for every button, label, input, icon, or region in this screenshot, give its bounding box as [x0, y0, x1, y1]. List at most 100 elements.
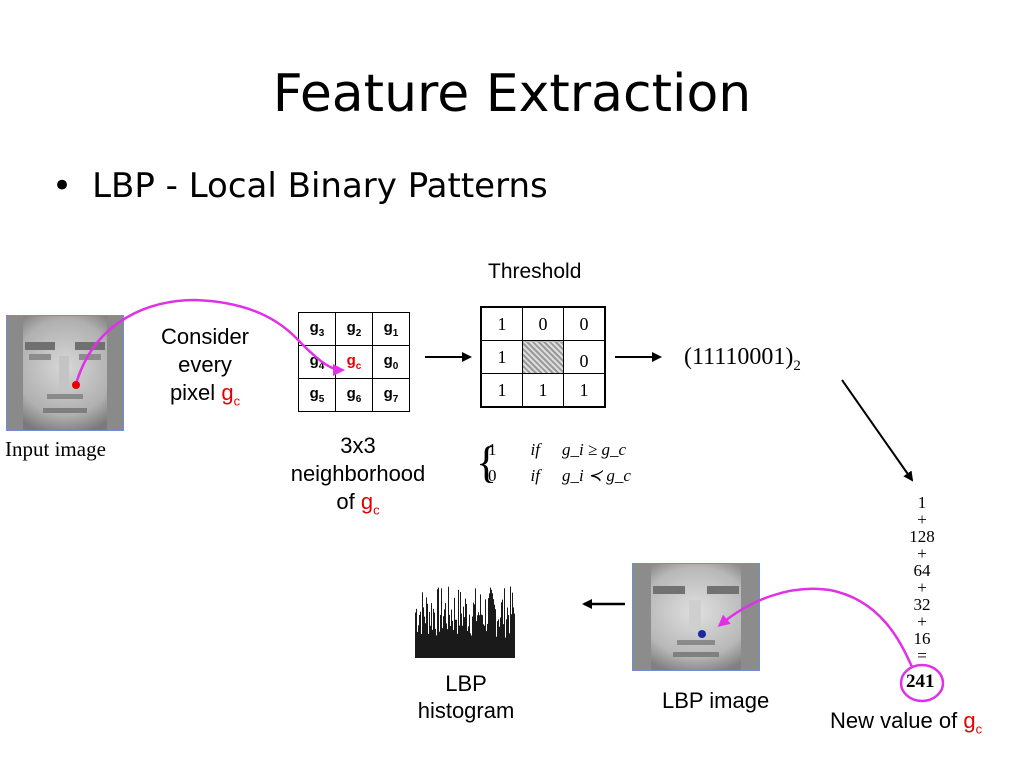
- histogram-bar: [440, 614, 441, 658]
- histogram-bar: [462, 625, 463, 658]
- histogram-bar: [422, 592, 423, 658]
- histogram-bar: [432, 629, 433, 658]
- histogram-bar: [483, 624, 484, 658]
- histogram-bar: [423, 607, 424, 658]
- histogram-bar: [457, 633, 458, 658]
- histogram-bar: [421, 633, 422, 658]
- histogram-bar: [425, 623, 426, 658]
- cell-g2: g2: [335, 312, 373, 346]
- page-title: Feature Extraction: [272, 64, 752, 124]
- histogram-bar: [460, 592, 461, 658]
- histogram-bar: [495, 609, 496, 658]
- histogram-bar: [493, 599, 494, 658]
- histogram-svg: [415, 586, 515, 658]
- bullet-dot: •: [52, 166, 73, 206]
- histogram-line-2: histogram: [417, 698, 515, 723]
- lbp-face-image: [632, 563, 760, 671]
- threshold-cell: 1: [522, 373, 564, 408]
- histogram-bar: [437, 589, 438, 658]
- histogram-bar: [504, 588, 505, 658]
- plus-sign: +: [917, 578, 927, 597]
- histogram-bar: [436, 635, 437, 658]
- sum-term: 16: [913, 629, 931, 648]
- histogram-bar: [499, 626, 500, 658]
- histogram-bar: [487, 623, 488, 658]
- cell-g4: g4: [298, 345, 336, 379]
- histogram-bar: [507, 607, 508, 658]
- histogram-bar: [428, 634, 429, 658]
- histogram-bar: [480, 594, 481, 658]
- histogram-bar: [446, 623, 447, 658]
- histogram-bar: [451, 609, 452, 658]
- histogram-bar: [426, 597, 427, 658]
- histogram-bar: [500, 617, 501, 658]
- histogram-bar: [481, 614, 482, 658]
- sum-term: 32: [913, 595, 931, 614]
- neighborhood-grid: g3 g2 g1 g4 gc g0 g5 g6 g7: [298, 312, 410, 412]
- histogram-bar: [461, 613, 462, 658]
- histogram-bar: [513, 607, 514, 658]
- histogram-bar: [450, 625, 451, 658]
- threshold-title: Threshold: [488, 260, 582, 283]
- cell-gc: gc: [335, 345, 373, 379]
- arrow-diagonal: [841, 379, 914, 482]
- consider-line-3: pixel gc: [169, 380, 241, 409]
- histogram-bar: [447, 629, 448, 658]
- threshold-cell: 1: [480, 340, 523, 374]
- histogram-bar: [442, 628, 443, 658]
- cell-g7: g7: [372, 378, 410, 412]
- neighborhood-line-2: neighborhood: [290, 461, 426, 486]
- histogram-bar: [508, 615, 509, 658]
- histogram-bar: [472, 616, 473, 658]
- histogram-bar: [501, 602, 502, 658]
- histogram-bar: [485, 599, 486, 658]
- histogram-bar: [484, 625, 485, 658]
- histogram-bar: [458, 589, 459, 658]
- histogram-bar: [478, 612, 479, 658]
- histogram-bar: [438, 587, 439, 658]
- lbp-face-svg: [633, 564, 759, 670]
- histogram-bar: [427, 603, 428, 658]
- histogram-bar: [430, 625, 431, 658]
- threshold-cell: 1: [563, 373, 606, 408]
- binary-value: (11110001)2: [684, 344, 801, 374]
- histogram-bar: [459, 625, 460, 658]
- input-image-caption: Input image: [5, 437, 106, 461]
- histogram-bar: [468, 626, 469, 658]
- histogram-bar: [439, 631, 440, 658]
- histogram-bar: [441, 588, 442, 658]
- sum-term: 1: [917, 493, 927, 512]
- histogram-bar: [488, 598, 489, 658]
- sum-term: 128: [909, 527, 935, 546]
- histogram-bar: [503, 624, 504, 658]
- neighborhood-line-1: 3x3: [340, 433, 376, 458]
- histogram-bar: [470, 633, 471, 658]
- lbp-histogram-graphic: [414, 582, 516, 658]
- consider-line-1: Consider: [160, 324, 250, 349]
- gc-symbol: gc: [221, 380, 241, 409]
- threshold-grid: 1 0 0 1 0 1 1 1: [480, 306, 606, 408]
- new-value-caption: New value of gc: [830, 708, 983, 737]
- histogram-bar: [456, 619, 457, 658]
- input-face-image: [6, 315, 124, 431]
- threshold-center-cell: [522, 340, 564, 374]
- histogram-bar: [496, 636, 497, 658]
- histogram-bar: [465, 598, 466, 658]
- histogram-bar: [453, 630, 454, 658]
- histogram-bar: [474, 604, 475, 658]
- neighborhood-line-3: of gc: [336, 489, 380, 518]
- histogram-bar: [418, 625, 419, 658]
- histogram-bar: [448, 586, 449, 658]
- histogram-bar: [419, 614, 420, 658]
- cell-g6: g6: [335, 378, 373, 412]
- histogram-bar: [444, 609, 445, 658]
- histogram-bar: [492, 593, 493, 658]
- consider-line-2: every: [178, 352, 232, 377]
- cell-g1: g1: [372, 312, 410, 346]
- sum-column: 1 + 128 + 64 + 32 + 16 =: [898, 494, 946, 664]
- left-brace: {: [476, 438, 498, 487]
- cell-g0: g0: [372, 345, 410, 379]
